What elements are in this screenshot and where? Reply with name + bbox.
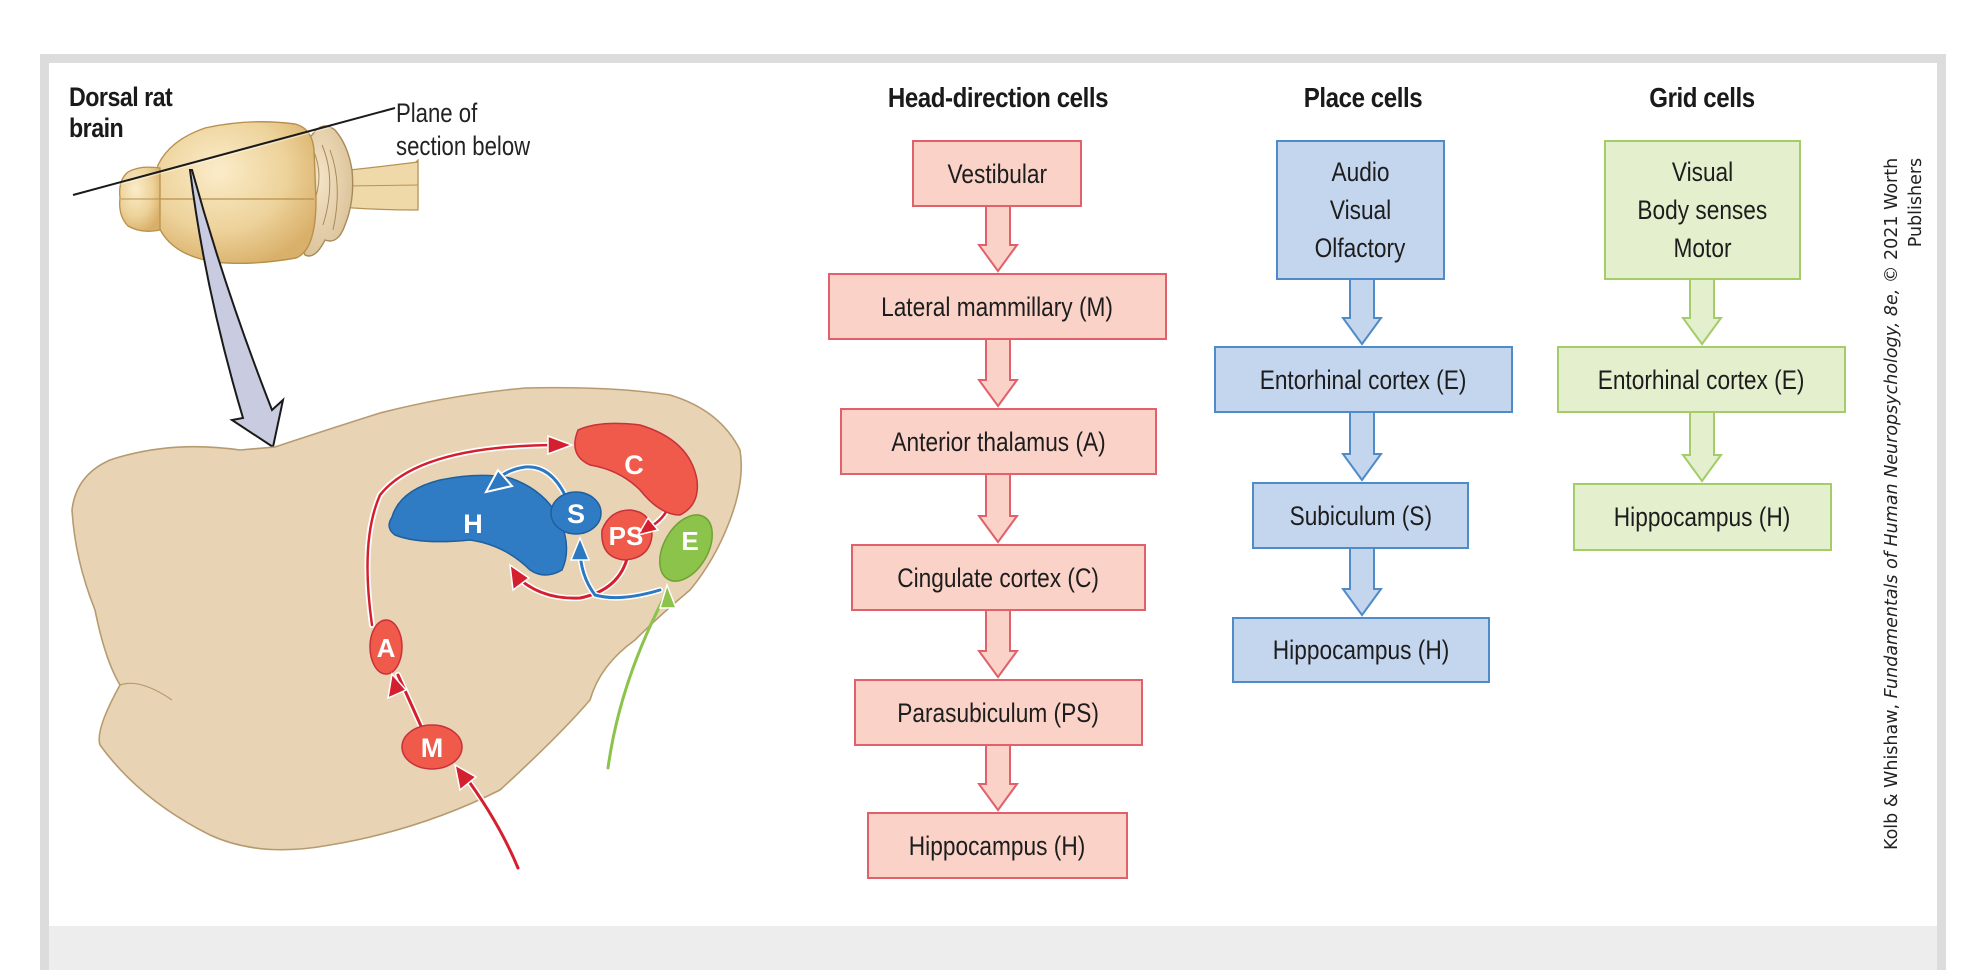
grid-box-text: Hippocampus (H) (1614, 502, 1791, 532)
arrowhead-to-s-blue (569, 536, 591, 561)
node-label-a: A (377, 633, 396, 663)
caption-book-title: Fundamentals of Human Neuropsychology, 8… (1882, 288, 1902, 699)
arrowhead-to-h-red (509, 563, 531, 592)
place-box-text: Subiculum (S) (1289, 500, 1432, 531)
head-direction-title: Head-direction cells (887, 82, 1109, 113)
arrowhead-to-h-blue (484, 468, 514, 494)
hd-arrow-5 (977, 746, 1019, 812)
hd-arrow-3 (977, 475, 1019, 544)
caption-publisher: Publishers (1906, 157, 1926, 248)
caption-rights: © 2021 Worth (1882, 157, 1902, 289)
hippocampus-node (388, 474, 568, 576)
hd-arrow-1 (977, 207, 1019, 273)
hd-box-lateral-mammillary: Lateral mammillary (M) (828, 273, 1167, 340)
plane-label-line2: section below (396, 131, 531, 161)
dorsal-brain-title-line1: Dorsal rat (69, 82, 173, 112)
hd-box-text: Cingulate cortex (C) (897, 562, 1100, 593)
lateral-mammillary-node (401, 724, 463, 770)
place-input-visual: Visual (1329, 195, 1392, 225)
grid-input-visual: Visual (1671, 157, 1734, 187)
plane-of-section-label: Plane of section below (396, 97, 530, 163)
flow-arrows (977, 207, 1723, 812)
arrowhead-to-ps (636, 516, 660, 537)
node-label-s: S (567, 499, 585, 529)
hd-box-anterior-thalamus: Anterior thalamus (A) (840, 408, 1157, 475)
cerebral-hemispheres (153, 121, 317, 265)
grid-input-motor: Motor (1673, 233, 1732, 263)
place-box-entorhinal-cortex: Entorhinal cortex (E) (1214, 346, 1513, 413)
caption-authors: Kolb & Whishaw, (1882, 698, 1902, 850)
plane-label-line1: Plane of (396, 98, 478, 128)
section-plane-line (72, 107, 396, 196)
place-arrow-1 (1341, 280, 1383, 346)
place-arrow-3 (1341, 549, 1383, 617)
subiculum-node (550, 491, 602, 535)
hd-box-parasubiculum: Parasubiculum (PS) (854, 679, 1143, 746)
place-box-text: Hippocampus (H) (1272, 635, 1450, 665)
section-pointer-arrow (188, 169, 285, 449)
place-arrow-2 (1341, 413, 1383, 482)
arrowhead-to-a (387, 672, 408, 700)
parasubiculum-node (601, 509, 653, 561)
grid-cells-title: Grid cells (1649, 82, 1755, 113)
place-input-audio: Audio (1331, 157, 1390, 187)
grid-box-sensory-inputs: Visual Body senses Motor (1604, 140, 1801, 280)
grid-input-body-senses: Body senses (1637, 195, 1768, 225)
hd-box-text: Vestibular (947, 158, 1047, 189)
copyright-caption: Kolb & Whishaw, Fundamentals of Human Ne… (1880, 158, 1928, 850)
entorhinal-cortex-node (659, 514, 713, 582)
hd-box-text: Hippocampus (H) (909, 830, 1086, 861)
node-label-e: E (681, 526, 698, 556)
grid-arrow-2 (1681, 413, 1723, 483)
footer-band (49, 926, 1937, 970)
arrowhead-to-c (547, 434, 575, 456)
place-box-subiculum: Subiculum (S) (1252, 482, 1469, 549)
place-box-text: Entorhinal cortex (E) (1260, 364, 1467, 395)
hd-arrow-2 (977, 340, 1019, 408)
node-label-ps: PS (609, 521, 644, 551)
arrowhead-to-m (453, 763, 478, 792)
dorsal-brain-title: Dorsal rat brain (69, 82, 173, 144)
hd-box-text: Anterior thalamus (A) (891, 426, 1106, 457)
grid-arrow-1 (1681, 280, 1723, 346)
place-box-hippocampus: Hippocampus (H) (1232, 617, 1490, 683)
place-input-olfactory: Olfactory (1315, 233, 1406, 263)
grid-box-text: Entorhinal cortex (E) (1598, 364, 1805, 395)
hd-box-vestibular: Vestibular (912, 140, 1082, 207)
arrowhead-to-e (658, 582, 678, 609)
sagittal-section: C H S PS E A M (71, 386, 743, 871)
cingulate-cortex-node (574, 422, 699, 516)
dorsal-brain-drawing (72, 107, 419, 265)
hd-box-text: Parasubiculum (PS) (897, 697, 1100, 728)
node-label-m: M (421, 733, 444, 763)
grid-box-hippocampus: Hippocampus (H) (1573, 483, 1832, 551)
hd-box-cingulate-cortex: Cingulate cortex (C) (851, 544, 1146, 611)
anterior-thalamus-node (369, 619, 403, 675)
place-cells-title: Place cells (1303, 82, 1423, 113)
dorsal-brain-title-line2: brain (69, 113, 124, 143)
node-label-c: C (624, 450, 644, 480)
node-label-h: H (463, 509, 483, 539)
hd-box-hippocampus: Hippocampus (H) (867, 812, 1128, 879)
hd-arrow-4 (977, 611, 1019, 679)
grid-box-entorhinal-cortex: Entorhinal cortex (E) (1557, 346, 1846, 413)
place-box-sensory-inputs: Audio Visual Olfactory (1276, 140, 1445, 280)
hd-box-text: Lateral mammillary (M) (881, 291, 1114, 322)
